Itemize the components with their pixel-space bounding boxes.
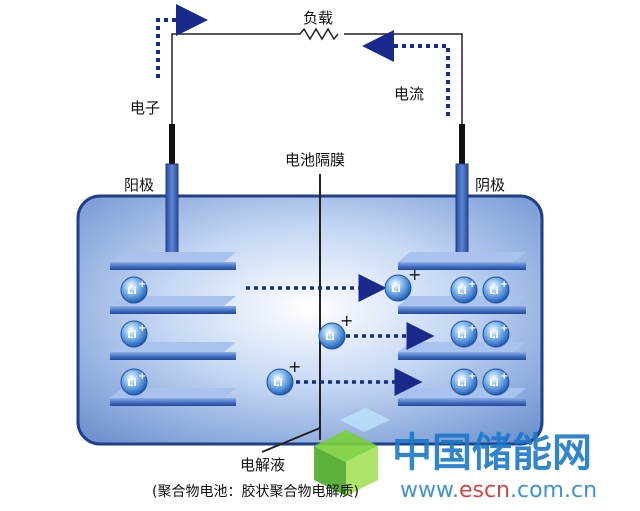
li-ion: Li [384,274,412,302]
ion-migration-arrows [246,274,435,396]
svg-text:Li: Li [127,286,137,297]
svg-text:+: + [468,371,476,382]
li-ion: Li+ [120,320,148,348]
current-label: 电流 [394,85,424,103]
cathode-terminal [459,124,465,166]
svg-text:Li: Li [489,330,499,341]
svg-text:Li: Li [457,378,467,389]
svg-text:Li: Li [127,330,137,341]
svg-text:Li: Li [391,284,401,295]
svg-text:+: + [138,371,146,382]
battery-cell [76,194,544,446]
svg-text:+: + [468,279,476,290]
li-ion: Li [266,368,294,396]
svg-text:+: + [468,323,476,334]
diagram-caption: (聚合物电池：胶状聚合物电解质) [152,483,359,500]
li-ion: Li+ [482,276,510,304]
watermark-logo: 中国储能网 www.escn.com.cn [314,408,597,503]
svg-text:Li: Li [457,330,467,341]
watermark-url: www.escn.com.cn [400,478,597,503]
electron-label: 电子 [130,99,160,117]
svg-text:+: + [138,323,146,334]
anode-rod [165,163,179,261]
svg-text:+: + [500,323,508,334]
cathode-label: 阴极 [475,176,505,194]
ion-charge: + [288,357,301,376]
svg-text:+: + [500,279,508,290]
li-ion: Li+ [482,368,510,396]
li-ion: Li+ [450,276,478,304]
electrolyte-pointer [261,427,321,453]
svg-text:+: + [500,371,508,382]
li-ion: Li [318,322,346,350]
current-flow-arrow [362,30,450,116]
svg-text:Li: Li [325,332,335,343]
anode-label: 阳极 [124,176,154,194]
load-resistor-icon [299,27,339,41]
ion-charge: + [408,265,421,284]
electrolyte-label: 电解液 [240,456,285,474]
load-label: 负载 [303,9,333,27]
li-ion: Li+ [450,320,478,348]
anode-terminal [169,124,175,166]
cathode-rod [455,163,469,261]
li-ion: Li+ [120,368,148,396]
lithium-ions: Li+ Li+ Li+ Li + Li + Li + Li+ Li+ Li+ L… [120,265,510,396]
electron-flow-arrow [156,4,208,78]
svg-text:Li: Li [489,286,499,297]
li-ion: Li+ [482,320,510,348]
svg-text:Li: Li [127,378,137,389]
svg-text:+: + [138,279,146,290]
li-ion: Li+ [450,368,478,396]
ion-charge: + [340,311,353,330]
svg-text:Li: Li [489,378,499,389]
li-ion: Li+ [120,276,148,304]
separator-label: 电池隔膜 [285,151,345,169]
svg-text:Li: Li [273,378,283,389]
watermark-name: 中国储能网 [392,430,592,476]
svg-text:Li: Li [457,286,467,297]
